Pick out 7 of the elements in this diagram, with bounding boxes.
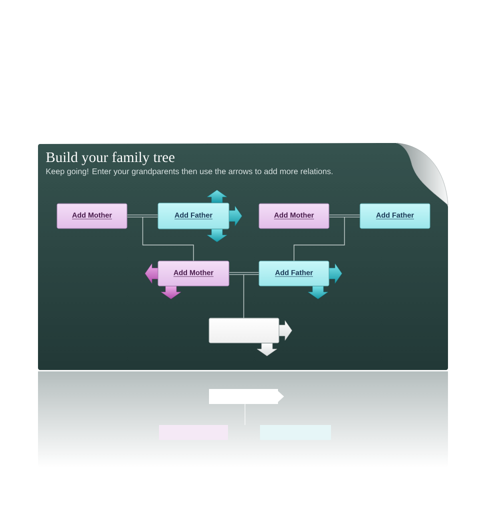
connector-line bbox=[243, 273, 244, 318]
double-line bbox=[127, 214, 158, 218]
connector-line bbox=[294, 216, 345, 262]
double-line bbox=[329, 214, 360, 218]
title: Build your family tree bbox=[46, 152, 174, 166]
double-line bbox=[229, 272, 259, 275]
subtitle: Keep going! Enter your grandparents then use the arrows to add more relations. bbox=[46, 168, 332, 176]
